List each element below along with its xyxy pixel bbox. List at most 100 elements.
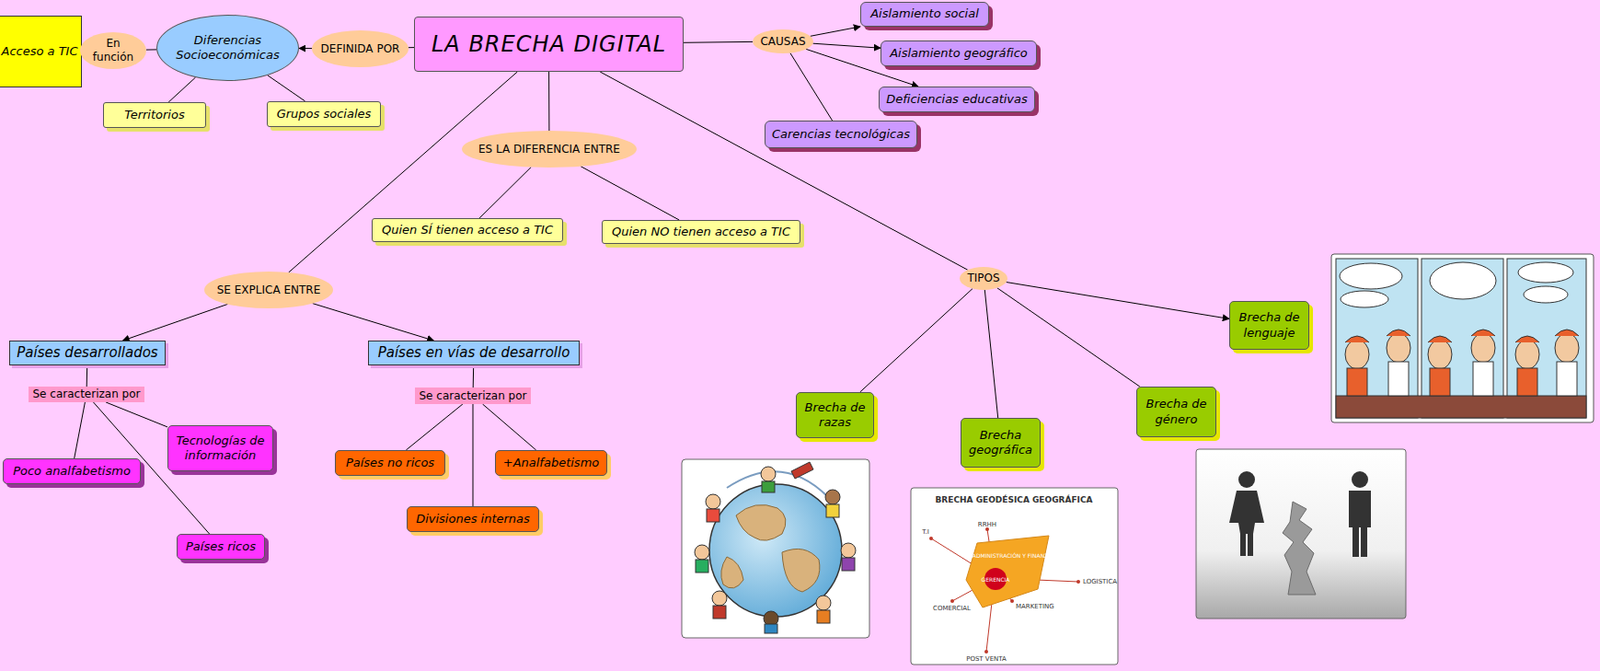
link-ellipse: SE EXPLICA ENTRE xyxy=(204,271,334,309)
node-text: Países no ricos xyxy=(345,455,435,471)
trait-box: +Analfabetismo xyxy=(494,449,608,476)
chart-label: GERENCIA xyxy=(981,575,1011,583)
node-text: Quien SÍ tienen acceso a TIC xyxy=(381,222,553,238)
connector xyxy=(123,303,229,341)
node-text: ES LA DIFERENCIA ENTRE xyxy=(478,142,621,157)
cause-box: Carencias tecnológicas xyxy=(764,120,918,149)
node-text: Aislamiento social xyxy=(870,6,979,22)
trait-box: Países ricos xyxy=(176,533,265,560)
connector xyxy=(105,402,168,427)
connector xyxy=(813,43,882,48)
chart-label: ADMINISTRACIÓN Y FINANZAS xyxy=(972,552,1056,559)
node-text: Poco analfabetismo xyxy=(12,463,131,479)
node-text: Territorios xyxy=(124,107,185,123)
connector xyxy=(580,166,680,220)
node-text: En función xyxy=(87,36,139,65)
node-text: Brecha de género xyxy=(1141,396,1211,427)
node-text: DEFINIDA POR xyxy=(321,42,401,57)
connector xyxy=(997,287,1140,387)
chart-label: BRECHA GEODÉSICA GEOGRÁFICA xyxy=(934,494,1093,505)
node-text: Países desarrollados xyxy=(16,344,158,362)
connector xyxy=(74,402,86,459)
connector xyxy=(984,289,998,418)
node-text: Se caracterizan por xyxy=(419,389,528,403)
gender-picture xyxy=(1196,448,1406,619)
node-text: CAUSAS xyxy=(759,34,806,49)
cause-box: Deficiencias educativas xyxy=(878,86,1036,113)
connector xyxy=(810,26,861,36)
node-text: Brecha de razas xyxy=(801,400,869,431)
connector xyxy=(472,365,475,388)
concept-box: Grupos sociales xyxy=(266,101,381,127)
chart-label: T.I xyxy=(921,528,930,536)
type-box: Brecha geográfica xyxy=(960,417,1041,468)
connector xyxy=(299,47,312,49)
connector xyxy=(1006,282,1230,320)
geo-chart-picture xyxy=(910,487,1118,665)
concept-box: Territorios xyxy=(103,102,207,128)
comic-picture xyxy=(1331,253,1594,423)
concept-box: Quien SÍ tienen acceso a TIC xyxy=(371,218,564,242)
link-ellipse: TIPOS xyxy=(959,266,1008,290)
cause-box: Aislamiento social xyxy=(860,1,990,27)
connector xyxy=(860,288,973,392)
node-text: TIPOS xyxy=(966,271,1000,286)
link-label: Se caracterizan por xyxy=(414,387,531,404)
link-ellipse: DEFINIDA POR xyxy=(311,30,409,68)
connector xyxy=(790,53,833,121)
connector xyxy=(405,403,463,450)
node-text: Países en vías de desarrollo xyxy=(378,344,571,362)
trait-box: Divisiones internas xyxy=(406,506,540,532)
chart-label: COMERCIAL xyxy=(932,604,971,612)
connector xyxy=(483,403,537,450)
node-text: Quien NO tienen acceso a TIC xyxy=(611,224,791,240)
cause-box: Aislamiento geográfico xyxy=(880,40,1037,67)
concept-box: Acceso a TIC xyxy=(0,15,82,88)
globe-picture xyxy=(681,459,870,638)
chart-label: POST VENTA xyxy=(966,655,1007,663)
connector xyxy=(146,48,157,50)
link-ellipse: CAUSAS xyxy=(752,29,814,54)
link-ellipse: En función xyxy=(80,32,147,70)
chart-label: RRHH xyxy=(978,520,997,529)
title-box: LA BRECHA DIGITAL xyxy=(414,16,684,72)
node-text: SE EXPLICA ENTRE xyxy=(217,283,322,298)
trait-box: Tecnologías de información xyxy=(167,425,274,472)
concept-ellipse: Diferencias Socioeconómicas xyxy=(156,14,300,81)
link-ellipse: ES LA DIFERENCIA ENTRE xyxy=(461,130,637,168)
node-text: Tecnologías de información xyxy=(172,433,268,464)
trait-box: Países no ricos xyxy=(334,449,446,476)
connector xyxy=(479,167,531,219)
trait-box: Poco analfabetismo xyxy=(2,458,141,484)
connector xyxy=(683,41,753,44)
node-text: Divisiones internas xyxy=(415,511,530,527)
node-text: Deficiencias educativas xyxy=(886,92,1028,107)
chart-label: LOGISTICA xyxy=(1082,577,1117,586)
node-text: Brecha de lenguaje xyxy=(1234,310,1304,341)
connector xyxy=(312,303,435,341)
connector xyxy=(472,403,474,507)
type-box: Brecha de género xyxy=(1136,386,1217,438)
connector xyxy=(86,365,89,387)
chart-label: MARKETING xyxy=(1015,602,1055,611)
type-box: Brecha de lenguaje xyxy=(1229,300,1310,350)
node-text: LA BRECHA DIGITAL xyxy=(431,30,667,58)
country-box: Países en vías de desarrollo xyxy=(368,340,580,366)
connector xyxy=(168,77,196,103)
node-text: Brecha geográfica xyxy=(966,427,1036,459)
node-text: Carencias tecnológicas xyxy=(771,126,910,142)
node-text: +Analfabetismo xyxy=(503,455,600,471)
connector xyxy=(548,71,550,131)
node-text: Diferencias Socioeconómicas xyxy=(164,33,291,64)
node-text: Grupos sociales xyxy=(276,106,372,122)
node-text: Acceso a TIC xyxy=(1,44,79,59)
node-text: Aislamiento geográfico xyxy=(889,46,1028,61)
concept-box: Quien NO tienen acceso a TIC xyxy=(601,219,801,244)
link-label: Se caracterizan por xyxy=(28,386,145,403)
node-text: Países ricos xyxy=(185,539,256,554)
connector xyxy=(267,75,306,102)
node-text: Se caracterizan por xyxy=(33,387,141,402)
country-box: Países desarrollados xyxy=(9,340,166,366)
